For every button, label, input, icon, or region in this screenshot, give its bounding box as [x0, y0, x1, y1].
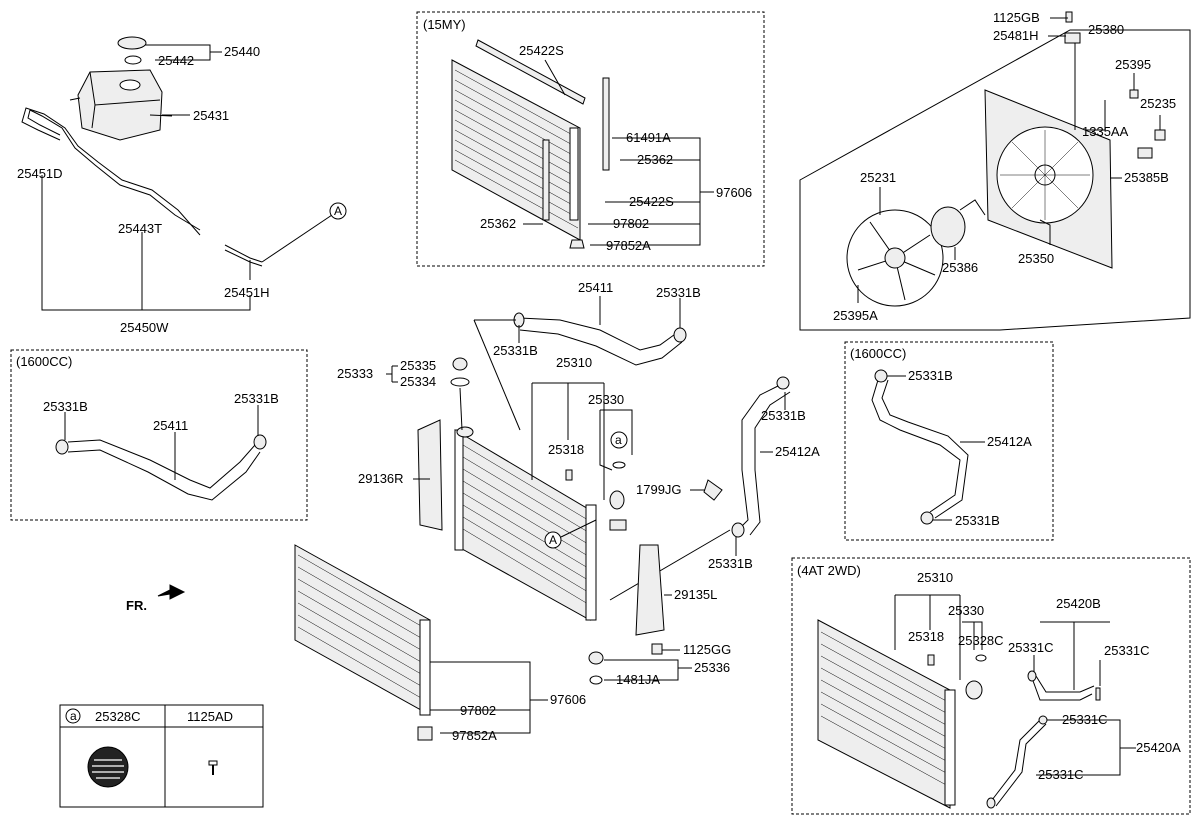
label-25385B: 25385B: [1124, 170, 1169, 185]
label-25420A: 25420A: [1136, 740, 1181, 755]
label-25380: 25380: [1088, 22, 1124, 37]
label-29136R: 29136R: [358, 471, 404, 486]
label-1481JA: 1481JA: [616, 672, 660, 687]
label-25412A-r: 25412A: [987, 434, 1032, 449]
label-97802-top: 97802: [613, 216, 649, 231]
box-15my: (15MY) 25422S 61491A 25362 97606 25422S …: [416, 11, 765, 267]
legend-circle-letter: a: [70, 709, 77, 723]
label-25310-r: 25310: [917, 570, 953, 585]
box-1600cc-right-title: (1600CC): [850, 346, 906, 361]
label-25331C-3: 25331C: [1062, 712, 1108, 727]
label-25362-right: 25362: [637, 152, 673, 167]
label-25336: 25336: [694, 660, 730, 675]
label-25395A: 25395A: [833, 308, 878, 323]
label-25331B-r2: 25331B: [955, 513, 1000, 528]
label-1125GB: 1125GB: [993, 10, 1040, 25]
label-25333: 25333: [337, 366, 373, 381]
label-25350: 25350: [1018, 251, 1054, 266]
label-97606-top: 97606: [716, 185, 752, 200]
label-25330: 25330: [588, 392, 624, 407]
box-4at-2wd-title: (4AT 2WD): [797, 563, 861, 578]
label-25440: 25440: [224, 44, 260, 59]
label-25362-left: 25362: [480, 216, 516, 231]
label-25331B-c4: 25331B: [708, 556, 753, 571]
label-25443T: 25443T: [118, 221, 162, 236]
front-arrow-icon: [157, 584, 186, 600]
label-97606: 97606: [550, 692, 586, 707]
label-25411-l: 25411: [153, 418, 188, 433]
label-25334: 25334: [400, 374, 436, 389]
legend-table: a 25328C 1125AD: [59, 704, 264, 808]
label-25331B-r1: 25331B: [908, 368, 953, 383]
box-1600cc-right: (1600CC) 25331B 25412A 25331B: [844, 341, 1054, 541]
label-25331B-c2: 25331B: [493, 343, 538, 358]
reservoir-group: 25440 25442 25431 25451D 25443T 25451H 2…: [17, 36, 347, 335]
label-25318-r: 25318: [908, 629, 944, 644]
label-25422S-top: 25422S: [519, 43, 564, 58]
label-1125GG: 1125GG: [683, 642, 731, 657]
label-25431: 25431: [193, 108, 229, 123]
label-25318: 25318: [548, 442, 584, 457]
label-97802: 97802: [460, 703, 496, 718]
label-25450W: 25450W: [120, 320, 169, 335]
box-15my-title: (15MY): [423, 17, 466, 32]
box-4at-2wd: (4AT 2WD) 25310 25330 25318 25328C 25420…: [791, 557, 1191, 815]
label-25331C-1: 25331C: [1008, 640, 1054, 655]
label-25331B-l2: 25331B: [234, 391, 279, 406]
box-1600cc-left-title: (1600CC): [16, 354, 72, 369]
label-25235: 25235: [1140, 96, 1176, 111]
label-25411: 25411: [578, 280, 613, 295]
label-25335: 25335: [400, 358, 436, 373]
label-25451D: 25451D: [17, 166, 63, 181]
fan-group: 1125GB 25481H 25380 25395 25235 1335AA 2…: [799, 10, 1191, 331]
label-29135L: 29135L: [674, 587, 717, 602]
callout-a: a: [615, 433, 622, 447]
front-direction-label: FR.: [126, 598, 147, 613]
label-25442: 25442: [158, 53, 194, 68]
label-25231: 25231: [860, 170, 896, 185]
label-25310: 25310: [556, 355, 592, 370]
radiator-group: 25411 25331B 25331B 25333 25335 25334 25…: [126, 280, 820, 743]
label-25331C-4: 25331C: [1038, 767, 1084, 782]
callout-A-mid: A: [549, 533, 557, 547]
label-25395: 25395: [1115, 57, 1151, 72]
box-1600cc-left: (1600CC) 25331B 25331B 25411: [10, 349, 308, 521]
label-97852A-top: 97852A: [606, 238, 651, 253]
label-25330-r: 25330: [948, 603, 984, 618]
label-25386: 25386: [942, 260, 978, 275]
label-25328C-r: 25328C: [958, 633, 1004, 648]
label-25331B-l1: 25331B: [43, 399, 88, 414]
label-61491A: 61491A: [626, 130, 671, 145]
label-25481H: 25481H: [993, 28, 1039, 43]
label-25331C-2: 25331C: [1104, 643, 1150, 658]
label-1799JG: 1799JG: [636, 482, 682, 497]
label-25331B-c1: 25331B: [656, 285, 701, 300]
label-1335AA: 1335AA: [1082, 124, 1129, 139]
label-25451H: 25451H: [224, 285, 270, 300]
sticker-icon: [87, 746, 129, 788]
legend-col2-header: 1125AD: [187, 709, 233, 724]
callout-A-top: A: [334, 204, 342, 218]
label-25412A: 25412A: [775, 444, 820, 459]
label-25422S-mid: 25422S: [629, 194, 674, 209]
label-97852A: 97852A: [452, 728, 497, 743]
screw-icon: [208, 760, 218, 775]
legend-col1-header: 25328C: [95, 709, 141, 724]
label-25420B: 25420B: [1056, 596, 1101, 611]
label-25331B-c3: 25331B: [761, 408, 806, 423]
